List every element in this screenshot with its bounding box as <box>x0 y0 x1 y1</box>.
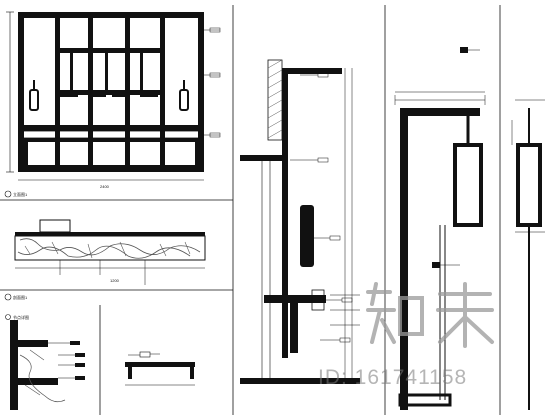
watermark-logo <box>366 282 494 348</box>
label-elevation-1: 立面图1 <box>13 191 28 197</box>
label-section-1: 剖面图1 <box>13 294 28 300</box>
elevation-view: 2400 立面图1 <box>4 11 221 198</box>
tall-section-view <box>240 59 360 384</box>
dimension-2400: 2400 <box>100 184 110 189</box>
small-section-view <box>125 351 195 386</box>
watermark-id: ID: 161741158 <box>318 366 468 389</box>
panel-frames <box>0 5 501 415</box>
label-detail: 节点详图 <box>13 314 29 320</box>
column-elevation-view <box>394 47 486 410</box>
column-side-view <box>511 99 545 410</box>
post-detail-view: 节点详图 <box>5 314 85 410</box>
counter-section-view: 1200 剖面图1 <box>4 219 206 301</box>
dimension-1200: 1200 <box>110 278 120 283</box>
